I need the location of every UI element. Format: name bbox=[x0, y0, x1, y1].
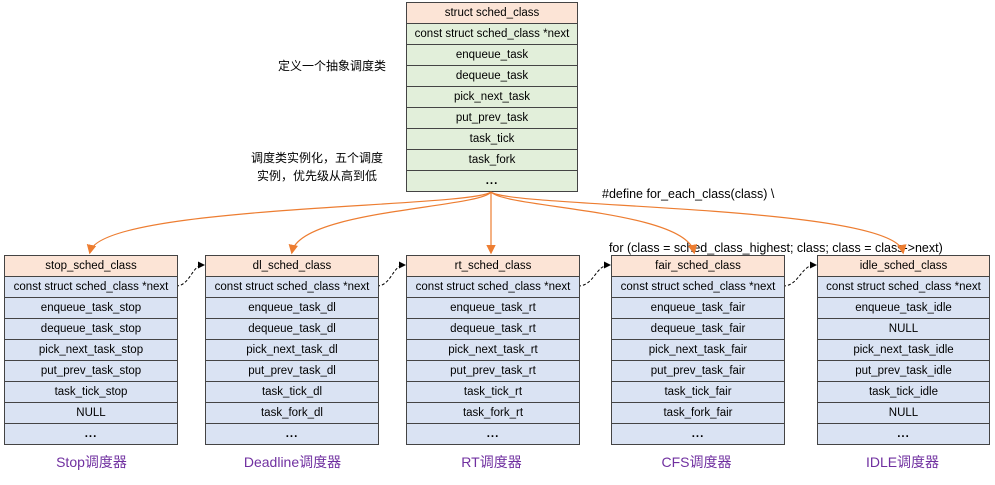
table-row: const struct sched_class *next bbox=[5, 277, 177, 298]
table-row: pick_next_task_stop bbox=[5, 340, 177, 361]
table-row: task_fork_rt bbox=[407, 403, 579, 424]
table-row: put_prev_task bbox=[407, 108, 577, 129]
idle-sched-class-table: idle_sched_class const struct sched_clas… bbox=[817, 255, 990, 445]
table-row: enqueue_task_rt bbox=[407, 298, 579, 319]
table-row: task_fork_fair bbox=[612, 403, 784, 424]
table-row: task_tick_idle bbox=[818, 382, 989, 403]
table-header: fair_sched_class bbox=[612, 256, 784, 277]
table-row-ellipsis: ... bbox=[5, 424, 177, 445]
cfs-scheduler-caption: CFS调度器 bbox=[661, 454, 732, 470]
deadline-scheduler-caption: Deadline调度器 bbox=[243, 454, 342, 470]
table-header: stop_sched_class bbox=[5, 256, 177, 277]
table-header: idle_sched_class bbox=[818, 256, 989, 277]
table-row: NULL bbox=[818, 319, 989, 340]
next-link-rt-to-fair bbox=[577, 261, 611, 287]
rt-sched-class-table: rt_sched_class const struct sched_class … bbox=[406, 255, 580, 445]
macro-line2: for (class = sched_class_highest; class;… bbox=[602, 241, 943, 255]
table-row: dequeue_task_rt bbox=[407, 319, 579, 340]
table-row: dequeue_task_dl bbox=[206, 319, 378, 340]
table-row-ellipsis: ... bbox=[407, 424, 579, 445]
sched-class-base-table: struct sched_class const struct sched_cl… bbox=[406, 2, 578, 192]
table-header: rt_sched_class bbox=[407, 256, 579, 277]
dl-sched-class-table: dl_sched_class const struct sched_class … bbox=[205, 255, 379, 445]
table-row: const struct sched_class *next bbox=[407, 24, 577, 45]
table-row: const struct sched_class *next bbox=[206, 277, 378, 298]
table-row: pick_next_task_fair bbox=[612, 340, 784, 361]
table-row: task_fork bbox=[407, 150, 577, 171]
table-row: enqueue_task_idle bbox=[818, 298, 989, 319]
instantiate-arrow-idle bbox=[490, 191, 907, 255]
table-row: put_prev_task_rt bbox=[407, 361, 579, 382]
table-row: pick_next_task bbox=[407, 87, 577, 108]
table-row: task_tick bbox=[407, 129, 577, 150]
next-link-dl-to-rt bbox=[376, 261, 406, 287]
fair-sched-class-table: fair_sched_class const struct sched_clas… bbox=[611, 255, 785, 445]
table-row: task_tick_fair bbox=[612, 382, 784, 403]
table-row: const struct sched_class *next bbox=[818, 277, 989, 298]
instances-note: 调度类实例化，五个调度 实例，优先级从高到低 bbox=[232, 149, 402, 185]
table-row: dequeue_task bbox=[407, 66, 577, 87]
idle-scheduler-caption: IDLE调度器 bbox=[865, 454, 940, 470]
table-row-ellipsis: ... bbox=[612, 424, 784, 445]
table-row: const struct sched_class *next bbox=[612, 277, 784, 298]
instantiate-arrow-stop bbox=[86, 191, 492, 255]
stop-sched-class-table: stop_sched_class const struct sched_clas… bbox=[4, 255, 178, 445]
table-row: const struct sched_class *next bbox=[407, 277, 579, 298]
table-row: dequeue_task_stop bbox=[5, 319, 177, 340]
table-row: put_prev_task_idle bbox=[818, 361, 989, 382]
instantiate-arrow-dl bbox=[288, 191, 492, 255]
instantiate-arrow-fair bbox=[490, 191, 698, 255]
next-link-stop-to-dl bbox=[175, 261, 205, 287]
for-each-class-macro: #define for_each_class(class) \ for (cla… bbox=[602, 149, 943, 275]
table-row: enqueue_task_stop bbox=[5, 298, 177, 319]
table-row: enqueue_task_dl bbox=[206, 298, 378, 319]
rt-scheduler-caption: RT调度器 bbox=[461, 454, 522, 470]
table-header: struct sched_class bbox=[407, 3, 577, 24]
abstract-class-note: 定义一个抽象调度类 bbox=[277, 59, 386, 73]
table-row: put_prev_task_dl bbox=[206, 361, 378, 382]
instances-note-line1: 调度类实例化，五个调度 bbox=[250, 151, 383, 165]
table-row: task_fork_dl bbox=[206, 403, 378, 424]
macro-line1: #define for_each_class(class) \ bbox=[602, 187, 775, 201]
next-link-fair-to-idle bbox=[782, 261, 817, 287]
table-row: dequeue_task_fair bbox=[612, 319, 784, 340]
table-row: NULL bbox=[5, 403, 177, 424]
table-row: enqueue_task bbox=[407, 45, 577, 66]
table-row-ellipsis: ... bbox=[818, 424, 989, 445]
table-header: dl_sched_class bbox=[206, 256, 378, 277]
table-row: task_tick_stop bbox=[5, 382, 177, 403]
table-row-ellipsis: ... bbox=[206, 424, 378, 445]
table-row: put_prev_task_stop bbox=[5, 361, 177, 382]
table-row: pick_next_task_rt bbox=[407, 340, 579, 361]
table-row-ellipsis: ... bbox=[407, 171, 577, 192]
table-row: enqueue_task_fair bbox=[612, 298, 784, 319]
table-row: NULL bbox=[818, 403, 989, 424]
table-row: put_prev_task_fair bbox=[612, 361, 784, 382]
instances-note-line2: 实例，优先级从高到低 bbox=[256, 169, 377, 183]
stop-scheduler-caption: Stop调度器 bbox=[56, 454, 127, 470]
table-row: task_tick_rt bbox=[407, 382, 579, 403]
table-row: task_tick_dl bbox=[206, 382, 378, 403]
table-row: pick_next_task_dl bbox=[206, 340, 378, 361]
table-row: pick_next_task_idle bbox=[818, 340, 989, 361]
